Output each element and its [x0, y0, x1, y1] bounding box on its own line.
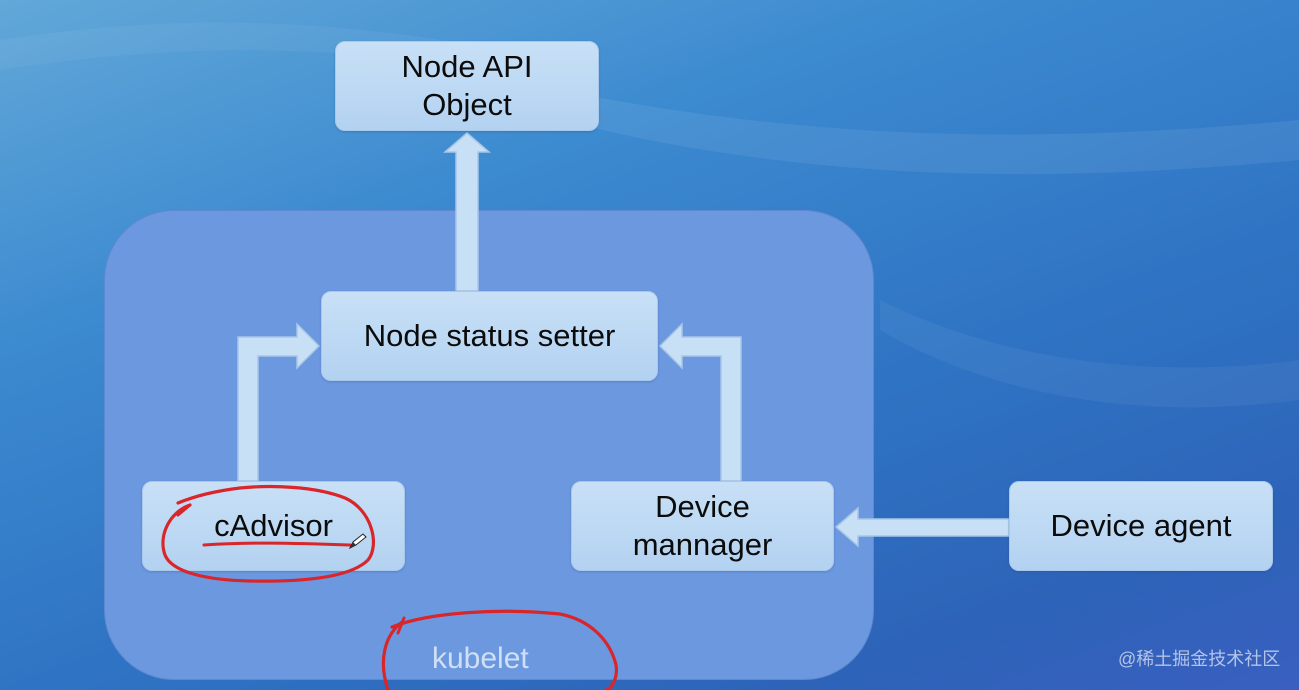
watermark-text: @稀土掘金技术社区 [1118, 649, 1281, 669]
node-api-line-1: Node API [401, 49, 533, 84]
device-agent-box: Device agent [1009, 481, 1273, 571]
device-manager-line-1: Device [655, 489, 750, 524]
node-status-setter-box: Node status setter [321, 291, 658, 381]
device-manager-line-2: mannager [632, 527, 773, 562]
kubelet-container [104, 210, 874, 680]
device-manager-box: Device mannager [571, 481, 834, 571]
cadvisor-label: cAdvisor [214, 508, 333, 543]
device-agent-label: Device agent [1050, 508, 1232, 543]
cadvisor-box: cAdvisor [142, 481, 405, 571]
node-api-object-box: Node API Object [335, 41, 599, 131]
node-status-setter-label: Node status setter [363, 318, 616, 353]
node-api-line-2: Object [422, 87, 512, 122]
kubelet-label: kubelet [432, 642, 529, 675]
